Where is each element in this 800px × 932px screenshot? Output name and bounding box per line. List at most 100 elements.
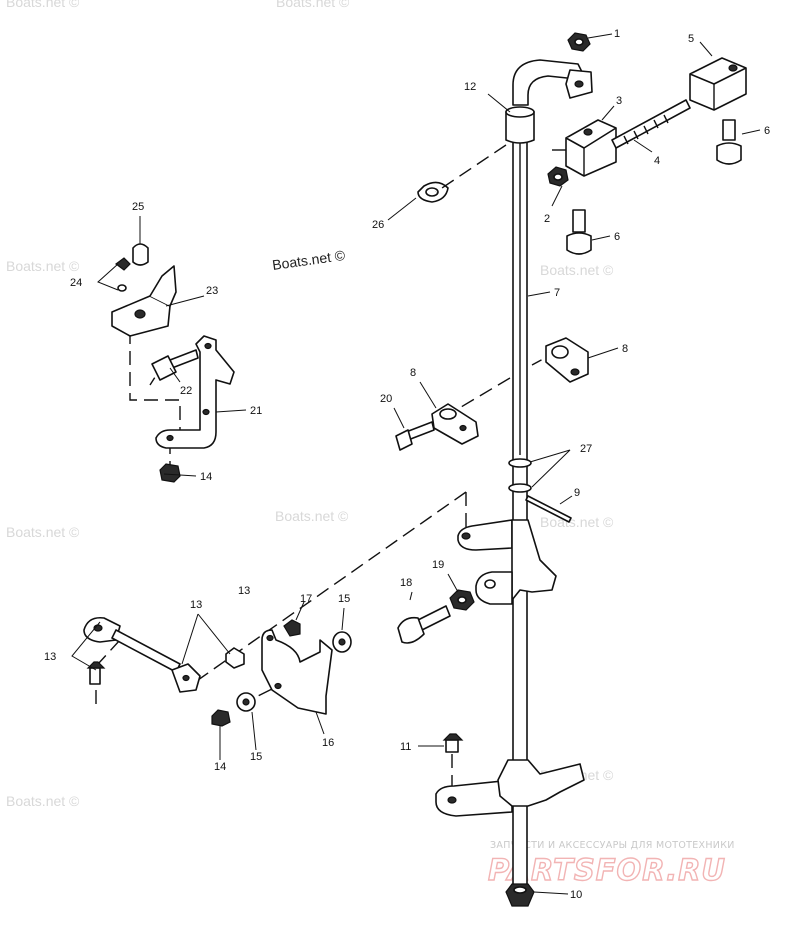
watermark: Boats.net © (6, 524, 80, 540)
bracket-arm (149, 265, 177, 307)
clamp-hole (570, 368, 580, 376)
clip-hole (425, 187, 439, 197)
bushing-top (505, 106, 535, 118)
bracket-hole (204, 342, 212, 350)
lever-hole (447, 796, 457, 804)
callout: 17 (300, 593, 312, 605)
plate-hole (274, 682, 282, 690)
leader (699, 41, 713, 57)
watermark: Boats.net © (6, 258, 80, 274)
leader (529, 449, 571, 488)
leader (591, 235, 611, 241)
callout: 10 (570, 889, 582, 901)
callout: 6 (614, 231, 620, 243)
leader (71, 621, 101, 671)
leader (341, 607, 345, 631)
bracket-hole (134, 309, 146, 319)
dashed-line (97, 639, 121, 665)
connector-block (689, 57, 747, 111)
lever-body (511, 519, 557, 601)
watermark: Boats.net © (276, 0, 350, 10)
nut (283, 619, 301, 637)
leader (393, 407, 405, 429)
washer (117, 284, 127, 292)
nut (159, 463, 181, 483)
collar (508, 483, 532, 493)
callout: 21 (250, 405, 262, 417)
left-bracket-parts (111, 243, 235, 483)
screw (132, 243, 149, 266)
watermark: Boats.net © (540, 514, 614, 530)
nut-hole (553, 173, 563, 181)
connector-hole (728, 64, 738, 72)
callout: 13 (238, 585, 250, 597)
screw (89, 667, 101, 685)
leader (551, 185, 563, 207)
lever-hole (461, 532, 471, 540)
screw (115, 257, 131, 271)
leader (181, 613, 231, 665)
callout: 12 (464, 81, 476, 93)
bottom-lever (435, 733, 585, 907)
nut-hole (513, 886, 527, 894)
callout: 4 (654, 155, 660, 167)
callout: 20 (380, 393, 392, 405)
clamp (545, 337, 589, 383)
callout: 13 (190, 599, 202, 611)
watermark: Boats.net © (540, 262, 614, 278)
bolt-shank (169, 349, 199, 369)
leader (487, 93, 511, 113)
dashed-line (197, 491, 467, 681)
lever-hole (484, 579, 496, 589)
bolt-head (151, 355, 177, 381)
watermark: Boats.net © (6, 0, 80, 10)
callout: 24 (70, 277, 82, 289)
clamp-hole (551, 345, 569, 359)
leader (409, 591, 413, 601)
callout: 5 (688, 33, 694, 45)
tab-hole (574, 80, 584, 88)
plate-hole (266, 634, 274, 642)
leader (587, 33, 613, 39)
leader (215, 409, 247, 413)
thread-marks (623, 114, 669, 145)
screw-head (442, 733, 464, 741)
callout: 18 (400, 577, 412, 589)
dashed-line (129, 330, 181, 430)
watermark-dark: Boats.net © (271, 247, 347, 273)
watermark: Boats.net © (275, 508, 349, 524)
bolt-shank (417, 605, 451, 631)
bolt-head (397, 616, 425, 644)
screw-head (86, 661, 106, 669)
washer-hole (338, 638, 346, 646)
callout: 26 (372, 219, 384, 231)
washer-hole (242, 698, 250, 706)
leader-lines (71, 33, 761, 895)
callout: 22 (180, 385, 192, 397)
callout: 16 (322, 737, 334, 749)
nut (211, 709, 231, 727)
lever-body (497, 759, 585, 807)
clamp-hole (459, 424, 467, 432)
callout-labels: 1 2 3 4 5 6 6 7 8 8 9 10 11 12 13 13 13 … (44, 28, 770, 901)
screw-head (716, 142, 742, 165)
bracket-hole (166, 434, 174, 442)
callout: 7 (554, 287, 560, 299)
leader (419, 381, 437, 409)
collar (508, 458, 532, 468)
callout: 9 (574, 487, 580, 499)
callout: 11 (400, 741, 411, 753)
leader (165, 295, 205, 307)
lever-arm (435, 779, 513, 817)
leader (97, 263, 119, 291)
callout: 2 (544, 213, 550, 225)
leader (447, 573, 459, 593)
callout: 1 (614, 28, 620, 40)
shaft-lever (397, 519, 557, 644)
leader (601, 105, 615, 121)
callout: 14 (214, 761, 226, 773)
threaded-rod (611, 99, 691, 149)
callout: 14 (200, 471, 212, 483)
leader (387, 197, 417, 221)
